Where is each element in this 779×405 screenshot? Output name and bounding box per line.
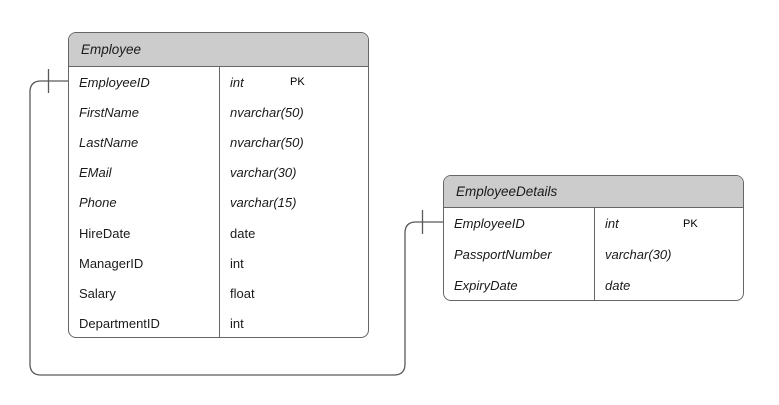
column-type: int [230,74,244,90]
column-name: EmployeeID [454,216,525,231]
column-type-cell: int [219,248,368,279]
column-row: EmployeeID int PK [69,67,368,98]
column-type: varchar(15) [230,195,297,211]
column-type: int [230,255,244,271]
column-name: PassportNumber [454,247,552,262]
entity-employee: Employee EmployeeID int PK FirstName nvarcha… [68,32,369,338]
column-row: DepartmentID int [69,308,368,337]
column-type: nvarchar(50) [230,134,304,150]
column-row: HireDate date [69,217,368,249]
entity-employee-details: EmployeeDetails EmployeeID int PK PassportN… [443,175,744,301]
column-type: int [230,316,244,332]
entity-employee-title: Employee [69,33,368,67]
column-type-cell: date [219,217,368,249]
column-row: ExpiryDate date [444,270,743,300]
column-row: FirstName nvarchar(50) [69,97,368,128]
column-row: Phone varchar(15) [69,187,368,218]
column-name: Phone [79,195,117,211]
column-name: ExpiryDate [454,278,518,293]
relationship-line [29,80,443,376]
column-type-cell: varchar(30) [594,239,743,270]
column-type-cell: nvarchar(50) [219,127,368,158]
column-name: EmployeeID [79,74,150,90]
column-name: Salary [79,285,116,301]
column-type-cell: int PK [219,67,368,98]
column-type-cell: int [219,308,368,337]
column-name: FirstName [79,104,139,120]
column-row: ManagerID int [69,248,368,279]
column-type: date [605,278,631,293]
column-name: LastName [79,134,139,150]
column-name: HireDate [79,225,131,241]
column-type-cell: varchar(15) [219,187,368,218]
column-type: nvarchar(50) [230,104,304,120]
column-type-cell: date [594,270,743,300]
column-row: PassportNumber varchar(30) [444,239,743,270]
column-type-cell: float [219,278,368,309]
column-row: LastName nvarchar(50) [69,127,368,158]
column-type: varchar(30) [230,165,297,181]
column-type: varchar(30) [605,247,672,262]
entity-employee-details-columns: EmployeeID int PK PassportNumber varchar(30)… [444,208,743,300]
column-name: EMail [79,165,112,181]
column-type-cell: varchar(30) [219,157,368,188]
column-name: DepartmentID [79,316,160,332]
column-type: int [605,216,619,231]
column-type-cell: int PK [594,208,743,239]
column-type: date [230,225,256,241]
column-type-cell: nvarchar(50) [219,97,368,128]
pk-badge: PK [290,76,305,89]
column-row: EmployeeID int PK [444,208,743,239]
entity-employee-details-title: EmployeeDetails [444,176,743,208]
pk-badge: PK [683,217,698,230]
column-name: ManagerID [79,255,144,271]
column-row: EMail varchar(30) [69,157,368,188]
column-type: float [230,285,255,301]
column-row: Salary float [69,278,368,309]
